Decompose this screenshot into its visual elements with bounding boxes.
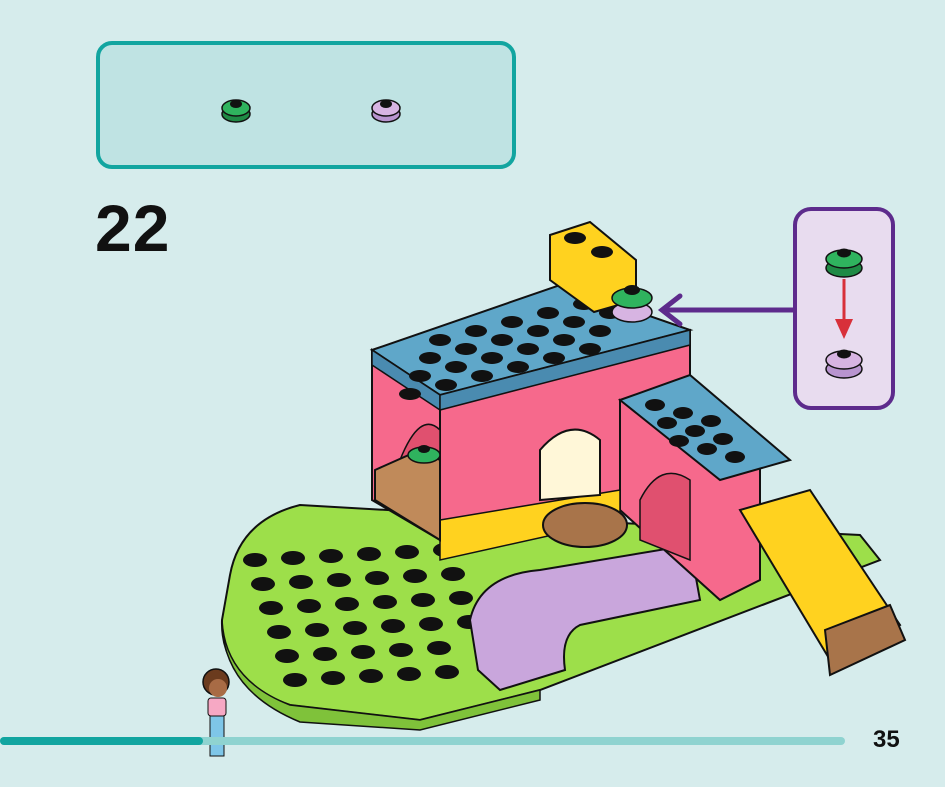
stud <box>313 647 337 661</box>
stud <box>395 545 419 559</box>
stud <box>283 673 307 687</box>
stud <box>465 325 487 337</box>
stud <box>403 569 427 583</box>
lavender-ramp <box>468 543 702 692</box>
stud <box>645 399 665 411</box>
stud <box>713 433 733 445</box>
lavender-flower-plate-icon <box>825 349 863 379</box>
stud <box>725 451 745 463</box>
stud <box>657 417 677 429</box>
baseplate-studs <box>243 543 481 687</box>
stud <box>441 567 465 581</box>
stud <box>321 671 345 685</box>
green-flower-plate-icon <box>221 99 251 123</box>
stud <box>365 571 389 585</box>
stud <box>517 343 539 355</box>
brown-table <box>542 502 628 548</box>
stud <box>381 619 405 633</box>
stud <box>399 388 421 400</box>
stud <box>701 415 721 427</box>
callout-swap-icon <box>825 248 863 379</box>
stud <box>409 370 431 382</box>
stud <box>251 577 275 591</box>
stud <box>319 549 343 563</box>
stud <box>297 599 321 613</box>
stud <box>305 623 329 637</box>
stud <box>429 334 451 346</box>
stud <box>275 649 299 663</box>
stud <box>327 573 351 587</box>
stud <box>445 361 467 373</box>
stud <box>543 352 565 364</box>
stud <box>373 595 397 609</box>
stud <box>697 443 717 455</box>
stud <box>419 352 441 364</box>
stud <box>351 645 375 659</box>
parts-box <box>96 41 516 169</box>
lavender-flower-plate-icon <box>371 99 401 123</box>
placed-flower-stack <box>611 285 653 323</box>
stud <box>435 379 457 391</box>
stud <box>289 575 313 589</box>
stud <box>481 352 503 364</box>
stud <box>673 407 693 419</box>
green-flower-plate-icon <box>825 248 863 278</box>
stud <box>243 553 267 567</box>
stud <box>359 669 383 683</box>
progress-bar <box>0 737 845 745</box>
step-number: 22 <box>95 191 171 265</box>
stud <box>537 307 559 319</box>
green-flower-on-wall <box>407 445 441 464</box>
page-number: 35 <box>873 726 900 753</box>
minifigure-icon <box>202 668 230 757</box>
stud <box>411 593 435 607</box>
stud <box>579 343 601 355</box>
stud <box>427 641 451 655</box>
stud <box>419 617 443 631</box>
stud <box>281 551 305 565</box>
arch-opening <box>539 428 601 502</box>
stud <box>589 325 611 337</box>
stud <box>527 325 549 337</box>
stud <box>397 667 421 681</box>
stud <box>435 665 459 679</box>
stud <box>685 425 705 437</box>
stud <box>335 597 359 611</box>
stud <box>449 591 473 605</box>
stud <box>389 643 413 657</box>
progress-fill <box>0 737 203 745</box>
stud <box>259 601 283 615</box>
stud <box>343 621 367 635</box>
stud <box>669 435 689 447</box>
down-arrow-icon <box>835 279 853 339</box>
stud <box>357 547 381 561</box>
stud <box>267 625 291 639</box>
stud <box>563 316 585 328</box>
stud <box>553 334 575 346</box>
stud <box>455 343 477 355</box>
callout-box <box>793 207 895 410</box>
stud <box>471 370 493 382</box>
stud <box>507 361 529 373</box>
stud <box>501 316 523 328</box>
stud <box>491 334 513 346</box>
